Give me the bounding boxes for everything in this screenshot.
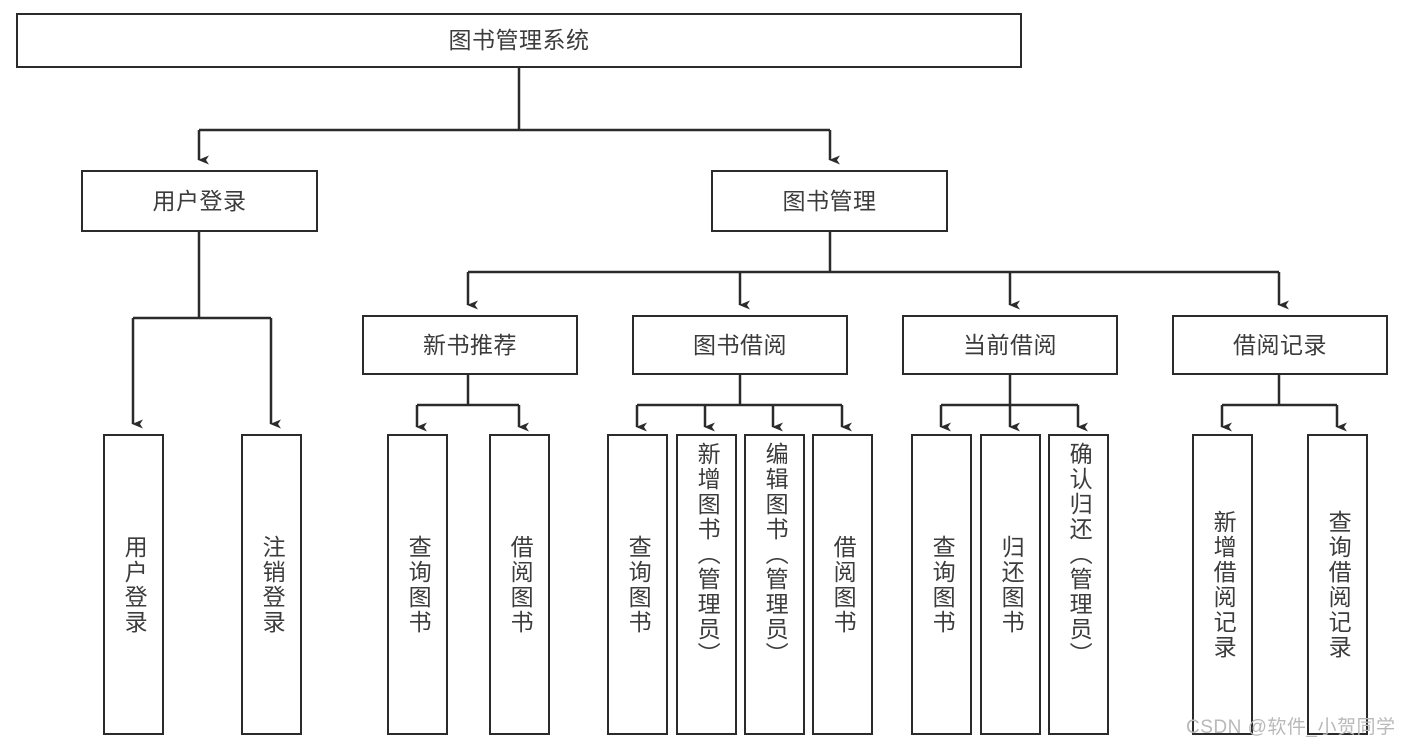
node-leaf-return-book[interactable]: 归还图书 bbox=[980, 434, 1041, 735]
node-label: 借阅图书 bbox=[830, 534, 857, 635]
node-label: 图书管理系统 bbox=[448, 27, 590, 54]
node-current-borrow[interactable]: 当前借阅 bbox=[902, 315, 1118, 375]
node-label: 编辑图书（管理员） bbox=[762, 442, 789, 667]
node-leaf-query-book-2[interactable]: 查询图书 bbox=[607, 434, 668, 735]
node-leaf-edit-book[interactable]: 编辑图书（管理员） bbox=[744, 434, 805, 735]
node-label: 新书推荐 bbox=[423, 331, 517, 358]
node-label: 注销登录 bbox=[259, 534, 286, 635]
node-book-management[interactable]: 图书管理 bbox=[711, 170, 948, 232]
node-label: 确认归还（管理员） bbox=[1066, 442, 1093, 667]
node-label: 图书借阅 bbox=[693, 331, 787, 358]
node-book-management-system[interactable]: 图书管理系统 bbox=[16, 13, 1022, 68]
node-new-book-recommend[interactable]: 新书推荐 bbox=[362, 315, 578, 375]
node-leaf-add-borrow-record[interactable]: 新增借阅记录 bbox=[1192, 434, 1253, 735]
node-leaf-add-book[interactable]: 新增图书（管理员） bbox=[676, 434, 737, 735]
node-user-login[interactable]: 用户登录 bbox=[81, 170, 318, 232]
node-leaf-borrow-book-1[interactable]: 借阅图书 bbox=[489, 434, 550, 735]
node-leaf-query-book-1[interactable]: 查询图书 bbox=[387, 434, 448, 735]
node-label: 用户登录 bbox=[121, 534, 148, 635]
node-label: 新增借阅记录 bbox=[1210, 509, 1237, 660]
node-label: 新增图书（管理员） bbox=[694, 442, 721, 667]
node-leaf-confirm-return[interactable]: 确认归还（管理员） bbox=[1048, 434, 1109, 735]
node-label: 用户登录 bbox=[152, 187, 247, 214]
node-label: 借阅图书 bbox=[507, 534, 534, 635]
node-leaf-borrow-book-2[interactable]: 借阅图书 bbox=[812, 434, 873, 735]
node-label: 当前借阅 bbox=[963, 331, 1057, 358]
node-leaf-query-borrow-record[interactable]: 查询借阅记录 bbox=[1307, 434, 1368, 735]
node-label: 查询图书 bbox=[929, 534, 956, 635]
node-label: 查询图书 bbox=[405, 534, 432, 635]
node-book-borrow[interactable]: 图书借阅 bbox=[632, 315, 848, 375]
node-label: 查询图书 bbox=[625, 534, 652, 635]
node-label: 查询借阅记录 bbox=[1325, 509, 1352, 660]
node-borrow-record[interactable]: 借阅记录 bbox=[1172, 315, 1388, 375]
node-leaf-query-book-3[interactable]: 查询图书 bbox=[911, 434, 972, 735]
node-label: 借阅记录 bbox=[1233, 331, 1327, 358]
node-label: 图书管理 bbox=[782, 187, 877, 214]
node-leaf-user-login[interactable]: 用户登录 bbox=[103, 434, 164, 735]
node-label: 归还图书 bbox=[998, 534, 1025, 635]
node-leaf-logout-login[interactable]: 注销登录 bbox=[241, 434, 302, 735]
